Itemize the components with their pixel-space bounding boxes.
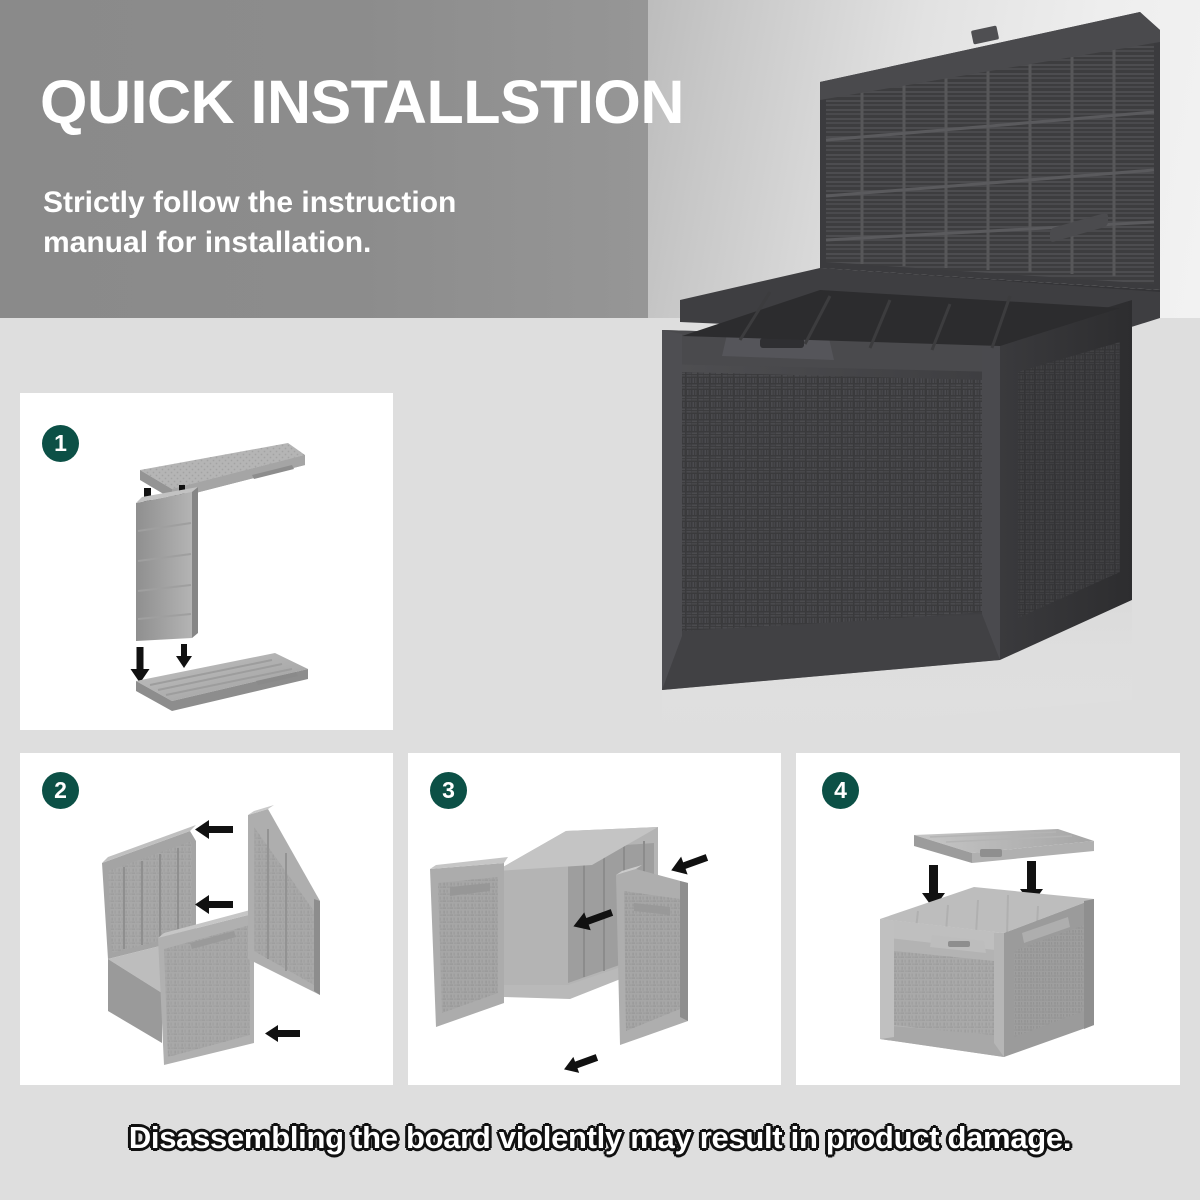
step-panel-2 [20,753,393,1085]
lid-part [914,829,1094,863]
arrow-up-group [130,644,192,683]
product-lid-open [820,12,1160,312]
page-subtitle: Strictly follow the instruction manual f… [43,183,623,263]
step-panel-3 [408,753,781,1085]
warning-caption: Disassembling the board violently may re… [0,1112,1200,1164]
front-panel-part [158,909,254,1065]
back-panel-part [136,487,198,641]
step-panel-4 [796,753,1180,1085]
step-1-illustration [20,393,393,730]
product-photo [620,0,1200,760]
step-3-illustration [408,753,781,1085]
subtitle-line-1: Strictly follow the instruction [43,186,457,219]
side-panel-part [248,805,320,995]
front-panel-part [616,865,688,1045]
hero-text-band [0,0,648,318]
arrow-left-group [195,820,300,1042]
warning-caption-text: Disassembling the board violently may re… [128,1120,1072,1155]
subtitle-line-2: manual for installation. [43,225,372,259]
page-title: QUICK INSTALLSTION [40,68,684,136]
box-body-part [880,887,1094,1057]
top-panel-part [140,443,305,499]
step-badge-1: 1 [42,425,79,462]
back-wall-part [102,825,196,959]
bottom-panel-part [136,653,308,711]
step-badge-4: 4 [822,772,859,809]
step-panel-1 [20,393,393,730]
arrow-diagonal-group [564,854,709,1073]
step-2-illustration [20,753,393,1085]
step-badge-2: 2 [42,772,79,809]
step-4-illustration [796,753,1180,1085]
step-badge-3: 3 [430,772,467,809]
product-reflection [662,600,1132,740]
product-body [662,213,1132,690]
left-side-panel-part [430,857,508,1027]
